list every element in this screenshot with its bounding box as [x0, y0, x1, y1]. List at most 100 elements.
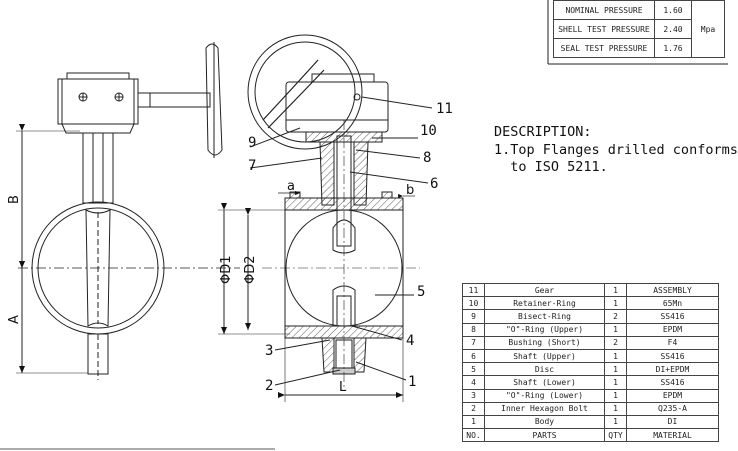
part-no: 8	[462, 322, 485, 337]
leader-11	[361, 96, 433, 109]
leader-6	[349, 171, 429, 184]
header-no: NO.	[462, 428, 485, 443]
part-material: 65Mn	[626, 296, 719, 311]
part-name: Disc	[484, 362, 605, 377]
part-no: 5	[462, 362, 485, 377]
part-qty: 1	[604, 362, 627, 377]
description-line-2: to ISO 5211.	[494, 159, 608, 175]
part-qty: 1	[604, 401, 627, 416]
part-qty: 2	[604, 309, 627, 324]
part-qty: 1	[604, 282, 627, 298]
callout-3: 3	[265, 343, 273, 359]
callout-10: 10	[420, 123, 437, 139]
description-heading: DESCRIPTION:	[494, 124, 592, 140]
part-name: Inner Hexagon Bolt	[484, 401, 605, 416]
spec-row: SEAL TEST PRESSURE 1.76	[553, 38, 725, 58]
label-D2: ΦD2	[243, 255, 258, 284]
part-name: Bushing (Short)	[484, 335, 605, 350]
spec-unit: Mpa	[691, 0, 725, 58]
spec-name: NOMINAL PRESSURE	[553, 0, 655, 20]
part-material: F4	[626, 335, 719, 350]
leader-7	[249, 157, 323, 169]
part-no: 3	[462, 388, 485, 403]
callout-6: 6	[430, 176, 438, 192]
part-no: 9	[462, 309, 485, 324]
callout-9: 9	[248, 135, 256, 151]
label-a: a	[287, 179, 295, 194]
spec-value: 1.76	[654, 38, 692, 58]
lower-shaft	[332, 285, 356, 327]
part-qty: 1	[604, 296, 627, 311]
callout-7: 7	[248, 158, 256, 174]
leader-8	[355, 149, 421, 159]
leader-2	[274, 369, 341, 386]
part-qty: 1	[604, 322, 627, 337]
front-view	[0, 42, 275, 450]
part-qty: 1	[604, 414, 627, 430]
spec-row: NOMINAL PRESSURE 1.60 Mpa	[553, 0, 725, 58]
callout-5: 5	[417, 284, 425, 300]
disc-edge	[85, 209, 111, 327]
part-name: "O"-Ring (Lower)	[484, 388, 605, 403]
part-qty: 1	[604, 375, 627, 390]
leader-1	[355, 361, 407, 381]
part-name: Body	[484, 414, 605, 430]
leader-4	[351, 325, 403, 341]
description-line-1: 1.Top Flanges drilled conforms	[494, 142, 738, 158]
spec-name: SEAL TEST PRESSURE	[553, 38, 655, 58]
part-no: 1	[462, 414, 485, 430]
part-material: DI+EPDM	[626, 362, 719, 377]
part-no: 2	[462, 401, 485, 416]
part-no: 11	[462, 282, 485, 298]
part-no: 10	[462, 296, 485, 311]
part-qty: 2	[604, 335, 627, 350]
part-no: 7	[462, 335, 485, 350]
callout-11: 11	[436, 101, 453, 117]
part-name: Retainer-Ring	[484, 296, 605, 311]
label-B: B	[7, 195, 22, 204]
callout-4: 4	[406, 333, 414, 349]
part-name: Gear	[484, 282, 605, 298]
header-material: MATERIAL	[626, 428, 719, 443]
leader-3	[274, 339, 331, 351]
part-material: SS416	[626, 375, 719, 390]
part-qty: 1	[604, 388, 627, 403]
pressure-spec-table: NOMINAL PRESSURE 1.60 Mpa SHELL TEST PRE…	[553, 0, 725, 58]
spec-row: SHELL TEST PRESSURE 2.40	[553, 19, 725, 39]
callout-2: 2	[265, 378, 273, 394]
part-material: SS416	[626, 348, 719, 364]
section-view	[218, 34, 433, 402]
header-qty: QTY	[604, 428, 627, 443]
part-material: EPDM	[626, 322, 719, 337]
handwheel	[247, 34, 363, 150]
part-name: "O"-Ring (Upper)	[484, 322, 605, 337]
part-qty: 1	[604, 348, 627, 364]
gearbox-body	[285, 81, 389, 133]
worm-shaft	[137, 92, 211, 108]
callout-1: 1	[408, 374, 416, 390]
part-material: DI	[626, 414, 719, 430]
gearbox-housing	[57, 78, 139, 125]
header-parts: PARTS	[484, 428, 605, 443]
valve-neck	[82, 132, 114, 204]
label-b: b	[406, 183, 414, 198]
part-name: Bisect-Ring	[484, 309, 605, 324]
label-A: A	[7, 315, 22, 324]
handwheel-side	[205, 43, 223, 156]
part-no: 6	[462, 348, 485, 364]
part-material: Q235-A	[626, 401, 719, 416]
part-material: ASSEMBLY	[626, 282, 719, 298]
